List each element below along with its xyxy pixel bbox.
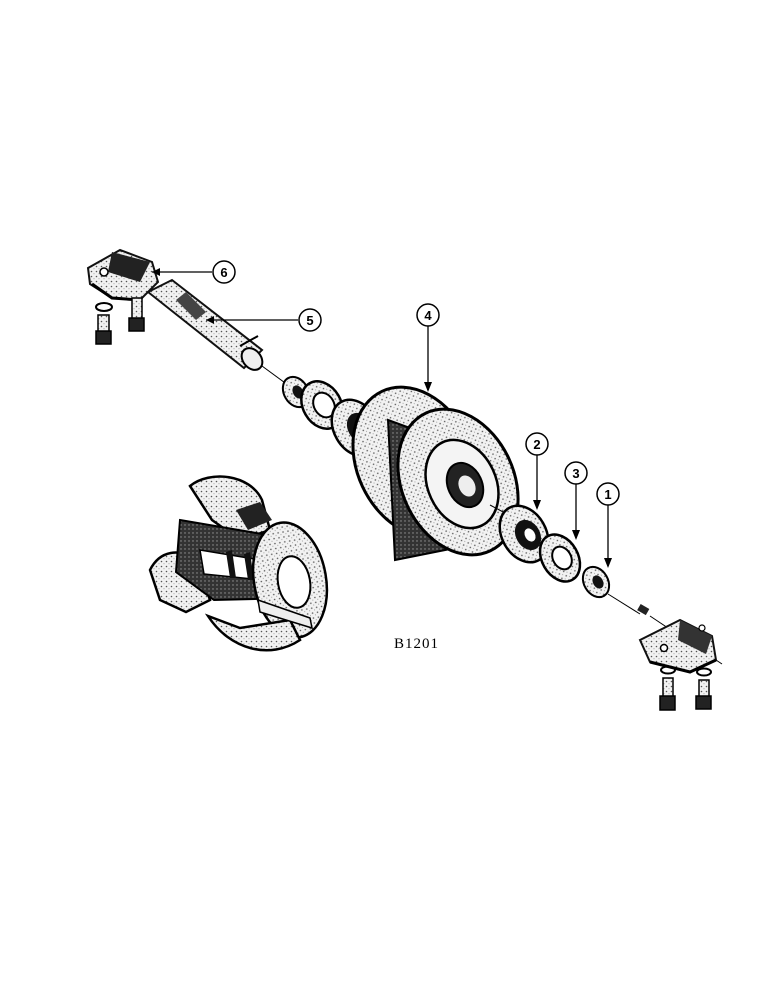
left-bolt-1 (95, 302, 113, 345)
roller-shaft (146, 278, 264, 371)
callout-5: 5 (206, 308, 322, 332)
right-seal-ring (538, 533, 582, 583)
right-bolt-1 (659, 665, 676, 711)
grease-fitting (637, 604, 650, 616)
callout-1: 1 (596, 482, 620, 568)
figure-id-label: B1201 (394, 636, 439, 652)
callout-4-number: 4 (424, 308, 432, 323)
callout-1-number: 1 (604, 487, 611, 502)
right-mounting-bracket (638, 618, 718, 674)
callout-3: 3 (564, 461, 588, 540)
callout-4: 4 (416, 303, 440, 392)
axis-line-mid (489, 504, 506, 514)
callout-6-number: 6 (220, 265, 227, 280)
axis-line-right (607, 593, 641, 615)
right-bolt-2 (695, 667, 712, 710)
track-roller (351, 385, 520, 562)
callout-2: 2 (525, 432, 549, 510)
right-collar (581, 565, 611, 599)
callout-3-number: 3 (572, 466, 579, 481)
callout-2-number: 2 (533, 437, 540, 452)
callout-6: 6 (152, 260, 236, 284)
cutaway-roller-assembly (148, 475, 329, 652)
left-bolt-2 (128, 297, 145, 332)
callout-5-number: 5 (306, 313, 313, 328)
right-bearing (498, 504, 550, 564)
